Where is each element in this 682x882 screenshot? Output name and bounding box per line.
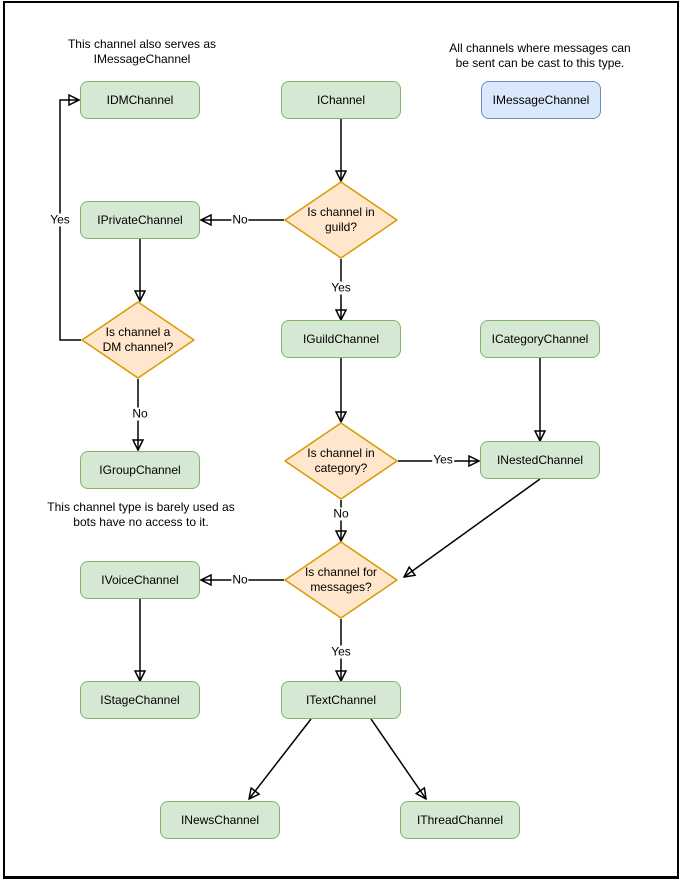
diamond-shape (284, 541, 398, 619)
edge-itext-to-inews (249, 718, 312, 799)
node-iprivatechannel[interactable]: IPrivateChannel (80, 201, 200, 239)
node-igroupchannel-label: IGroupChannel (99, 463, 181, 477)
node-icategorychannel[interactable]: ICategoryChannel (480, 320, 600, 358)
diamond-shape (284, 181, 398, 259)
edge-itext-to-ithread (370, 718, 426, 799)
node-icategorychannel-label: ICategoryChannel (491, 332, 589, 346)
node-ichannel-label: IChannel (316, 93, 366, 107)
node-ithreadchannel[interactable]: IThreadChannel (400, 801, 520, 839)
node-ivoicechannel-label: IVoiceChannel (101, 573, 179, 587)
node-inewschannel-label: INewsChannel (180, 813, 260, 827)
node-imessagechannel-label: IMessageChannel (492, 93, 590, 107)
node-itextchannel[interactable]: ITextChannel (281, 681, 401, 719)
edge-label-category-no: No (332, 506, 350, 521)
decision-guild-label: Is channel in guild? (307, 205, 375, 234)
node-itextchannel-label: ITextChannel (305, 693, 377, 707)
edge-label-messages-yes: Yes (330, 644, 352, 659)
node-ichannel[interactable]: IChannel (281, 81, 401, 119)
diamond-shape (284, 422, 398, 500)
diamond-shape (81, 301, 195, 379)
note-idm-serves-imessage: This channel also serves as IMessageChan… (67, 37, 217, 66)
node-idmchannel[interactable]: IDMChannel (80, 81, 200, 119)
note-igroup-barely-used: This channel type is barely used as bots… (47, 500, 235, 529)
edge-label-guild-yes: Yes (330, 280, 352, 295)
edge-label-dm-no: No (131, 406, 149, 421)
edge-inested-to-messages-decision (404, 478, 541, 577)
node-iguildchannel-label: IGuildChannel (302, 332, 380, 346)
decision-dm-label: Is channel a DM channel? (102, 325, 174, 354)
decision-is-channel-for-messages[interactable]: Is channel for messages? (284, 541, 398, 619)
decision-category-label: Is channel in category? (307, 446, 375, 475)
edge-label-guild-no: No (231, 212, 249, 227)
note-imessage-cast: All channels where messages can be sent … (449, 41, 631, 70)
node-igroupchannel[interactable]: IGroupChannel (80, 451, 200, 489)
node-inestedchannel-label: INestedChannel (496, 453, 584, 467)
decision-is-channel-in-guild[interactable]: Is channel in guild? (284, 181, 398, 259)
decision-is-channel-a-dm[interactable]: Is channel a DM channel? (81, 301, 195, 379)
edge-label-category-yes: Yes (432, 452, 454, 467)
node-ivoicechannel[interactable]: IVoiceChannel (80, 561, 200, 599)
node-idmchannel-label: IDMChannel (106, 93, 174, 107)
node-istagechannel[interactable]: IStageChannel (80, 681, 200, 719)
node-iprivatechannel-label: IPrivateChannel (97, 213, 183, 227)
node-inestedchannel[interactable]: INestedChannel (480, 441, 600, 479)
decision-messages-label: Is channel for messages? (304, 565, 378, 594)
node-imessagechannel[interactable]: IMessageChannel (481, 81, 601, 119)
decision-is-channel-in-category[interactable]: Is channel in category? (284, 422, 398, 500)
node-iguildchannel[interactable]: IGuildChannel (281, 320, 401, 358)
node-istagechannel-label: IStageChannel (100, 693, 180, 707)
edge-label-dm-yes: Yes (49, 212, 71, 227)
edge-label-messages-no: No (231, 572, 249, 587)
node-inewschannel[interactable]: INewsChannel (160, 801, 280, 839)
node-ithreadchannel-label: IThreadChannel (416, 813, 504, 827)
